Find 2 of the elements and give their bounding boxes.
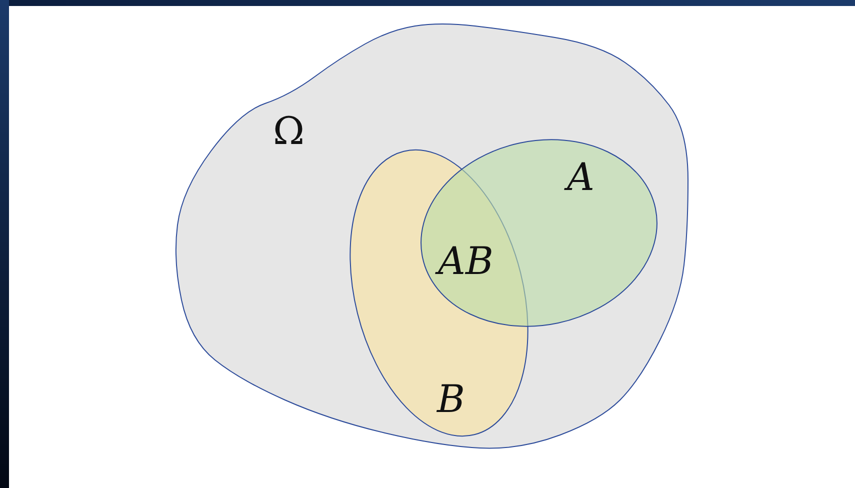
set-label: Ω bbox=[273, 112, 305, 150]
set-label: B bbox=[437, 380, 465, 418]
